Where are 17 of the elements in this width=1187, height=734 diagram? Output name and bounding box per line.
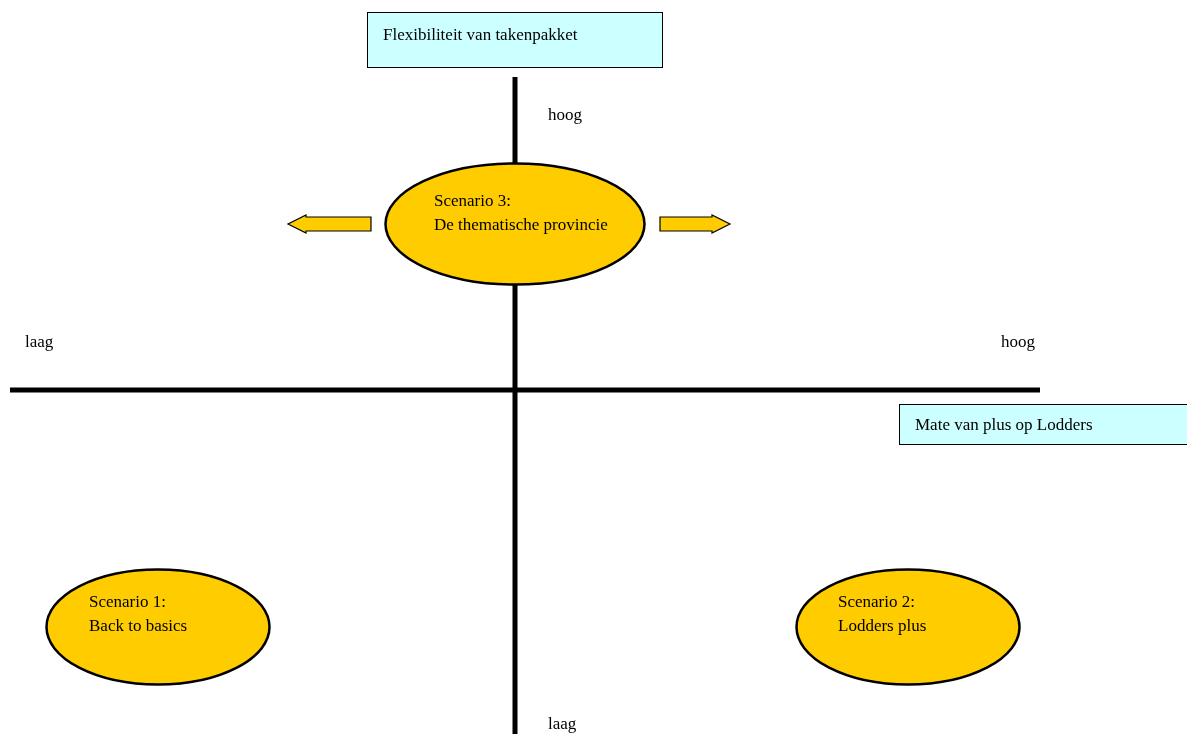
axis-title: Flexibiliteit van takenpakket	[383, 24, 578, 46]
scenario-ellipse	[795, 568, 1021, 686]
axis-title-box	[367, 12, 663, 68]
axis-title-box	[899, 404, 1187, 445]
axis-end-label: hoog	[1001, 332, 1035, 352]
scenario-heading: Scenario 3:	[434, 190, 511, 212]
scenario-ellipse	[45, 568, 271, 686]
scenario-name: Back to basics	[89, 615, 188, 637]
axis-end-label: hoog	[548, 105, 582, 125]
axis-end-label: laag	[548, 714, 577, 734]
scenario-heading: Scenario 2:	[838, 591, 915, 613]
scenario-ellipse	[384, 162, 646, 286]
axis-end-label: laag	[25, 332, 54, 352]
axis-title: Mate van plus op Lodders	[915, 414, 1093, 436]
scenario-heading: Scenario 1:	[89, 591, 166, 613]
scenario-name: Lodders plus	[838, 615, 927, 637]
scenario-name: De thematische provincie	[434, 214, 608, 236]
